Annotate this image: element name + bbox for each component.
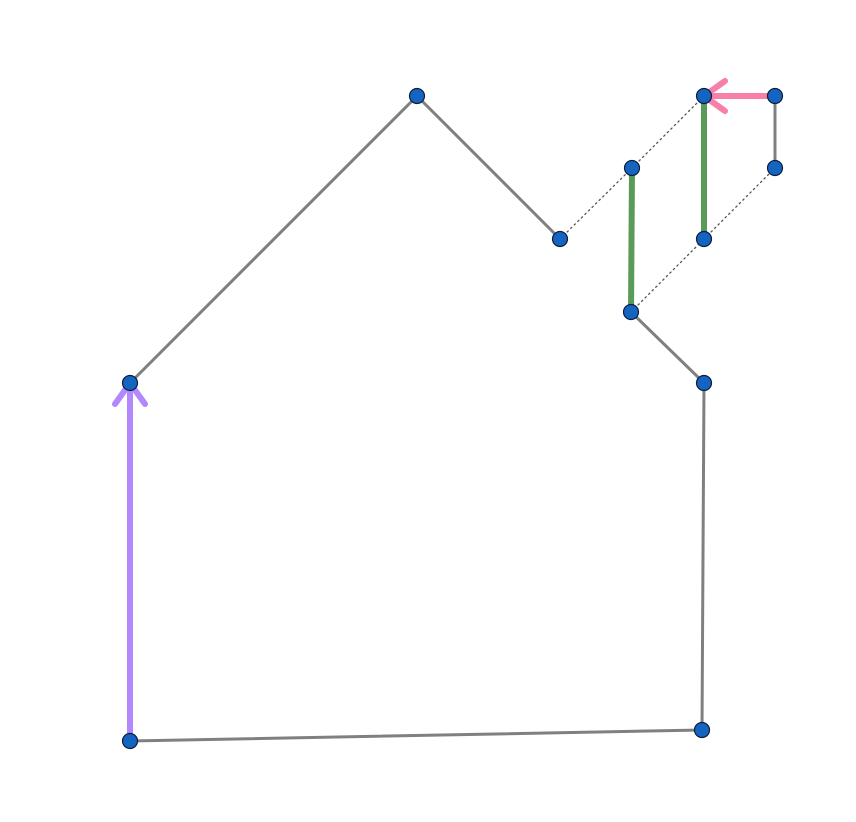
highlighted-segment [628, 165, 635, 315]
vertex-right-wall-top [695, 374, 713, 392]
edges-layer [128, 94, 777, 743]
vertex-roof-notch [551, 230, 569, 248]
solid-edge [415, 94, 562, 241]
vertex-roof-peak [408, 87, 426, 105]
vertex-far-right-mid [766, 159, 784, 177]
vertex-top-right-corner [695, 87, 713, 105]
dotted-edge [703, 167, 776, 240]
vertex-left-wall-top [121, 374, 139, 392]
vertex-middle-right [695, 230, 713, 248]
vertex-inner-bottom [622, 303, 640, 321]
solid-edge [128, 728, 704, 743]
solid-edge [629, 310, 706, 385]
vertex-far-right-top [766, 87, 784, 105]
vertex-inner-top [623, 159, 641, 177]
solid-edge [128, 94, 419, 385]
highlights-layer [628, 93, 707, 315]
vertices-layer [121, 87, 784, 750]
solid-edge [700, 381, 706, 732]
dotted-edge [559, 167, 633, 240]
arrow [112, 380, 148, 744]
arrows-layer [112, 78, 778, 744]
vertex-bottom-right [693, 721, 711, 739]
arrow [701, 78, 778, 114]
dotted-edge [630, 238, 705, 313]
dotted-edge [631, 95, 705, 169]
vertex-bottom-left [121, 732, 139, 750]
